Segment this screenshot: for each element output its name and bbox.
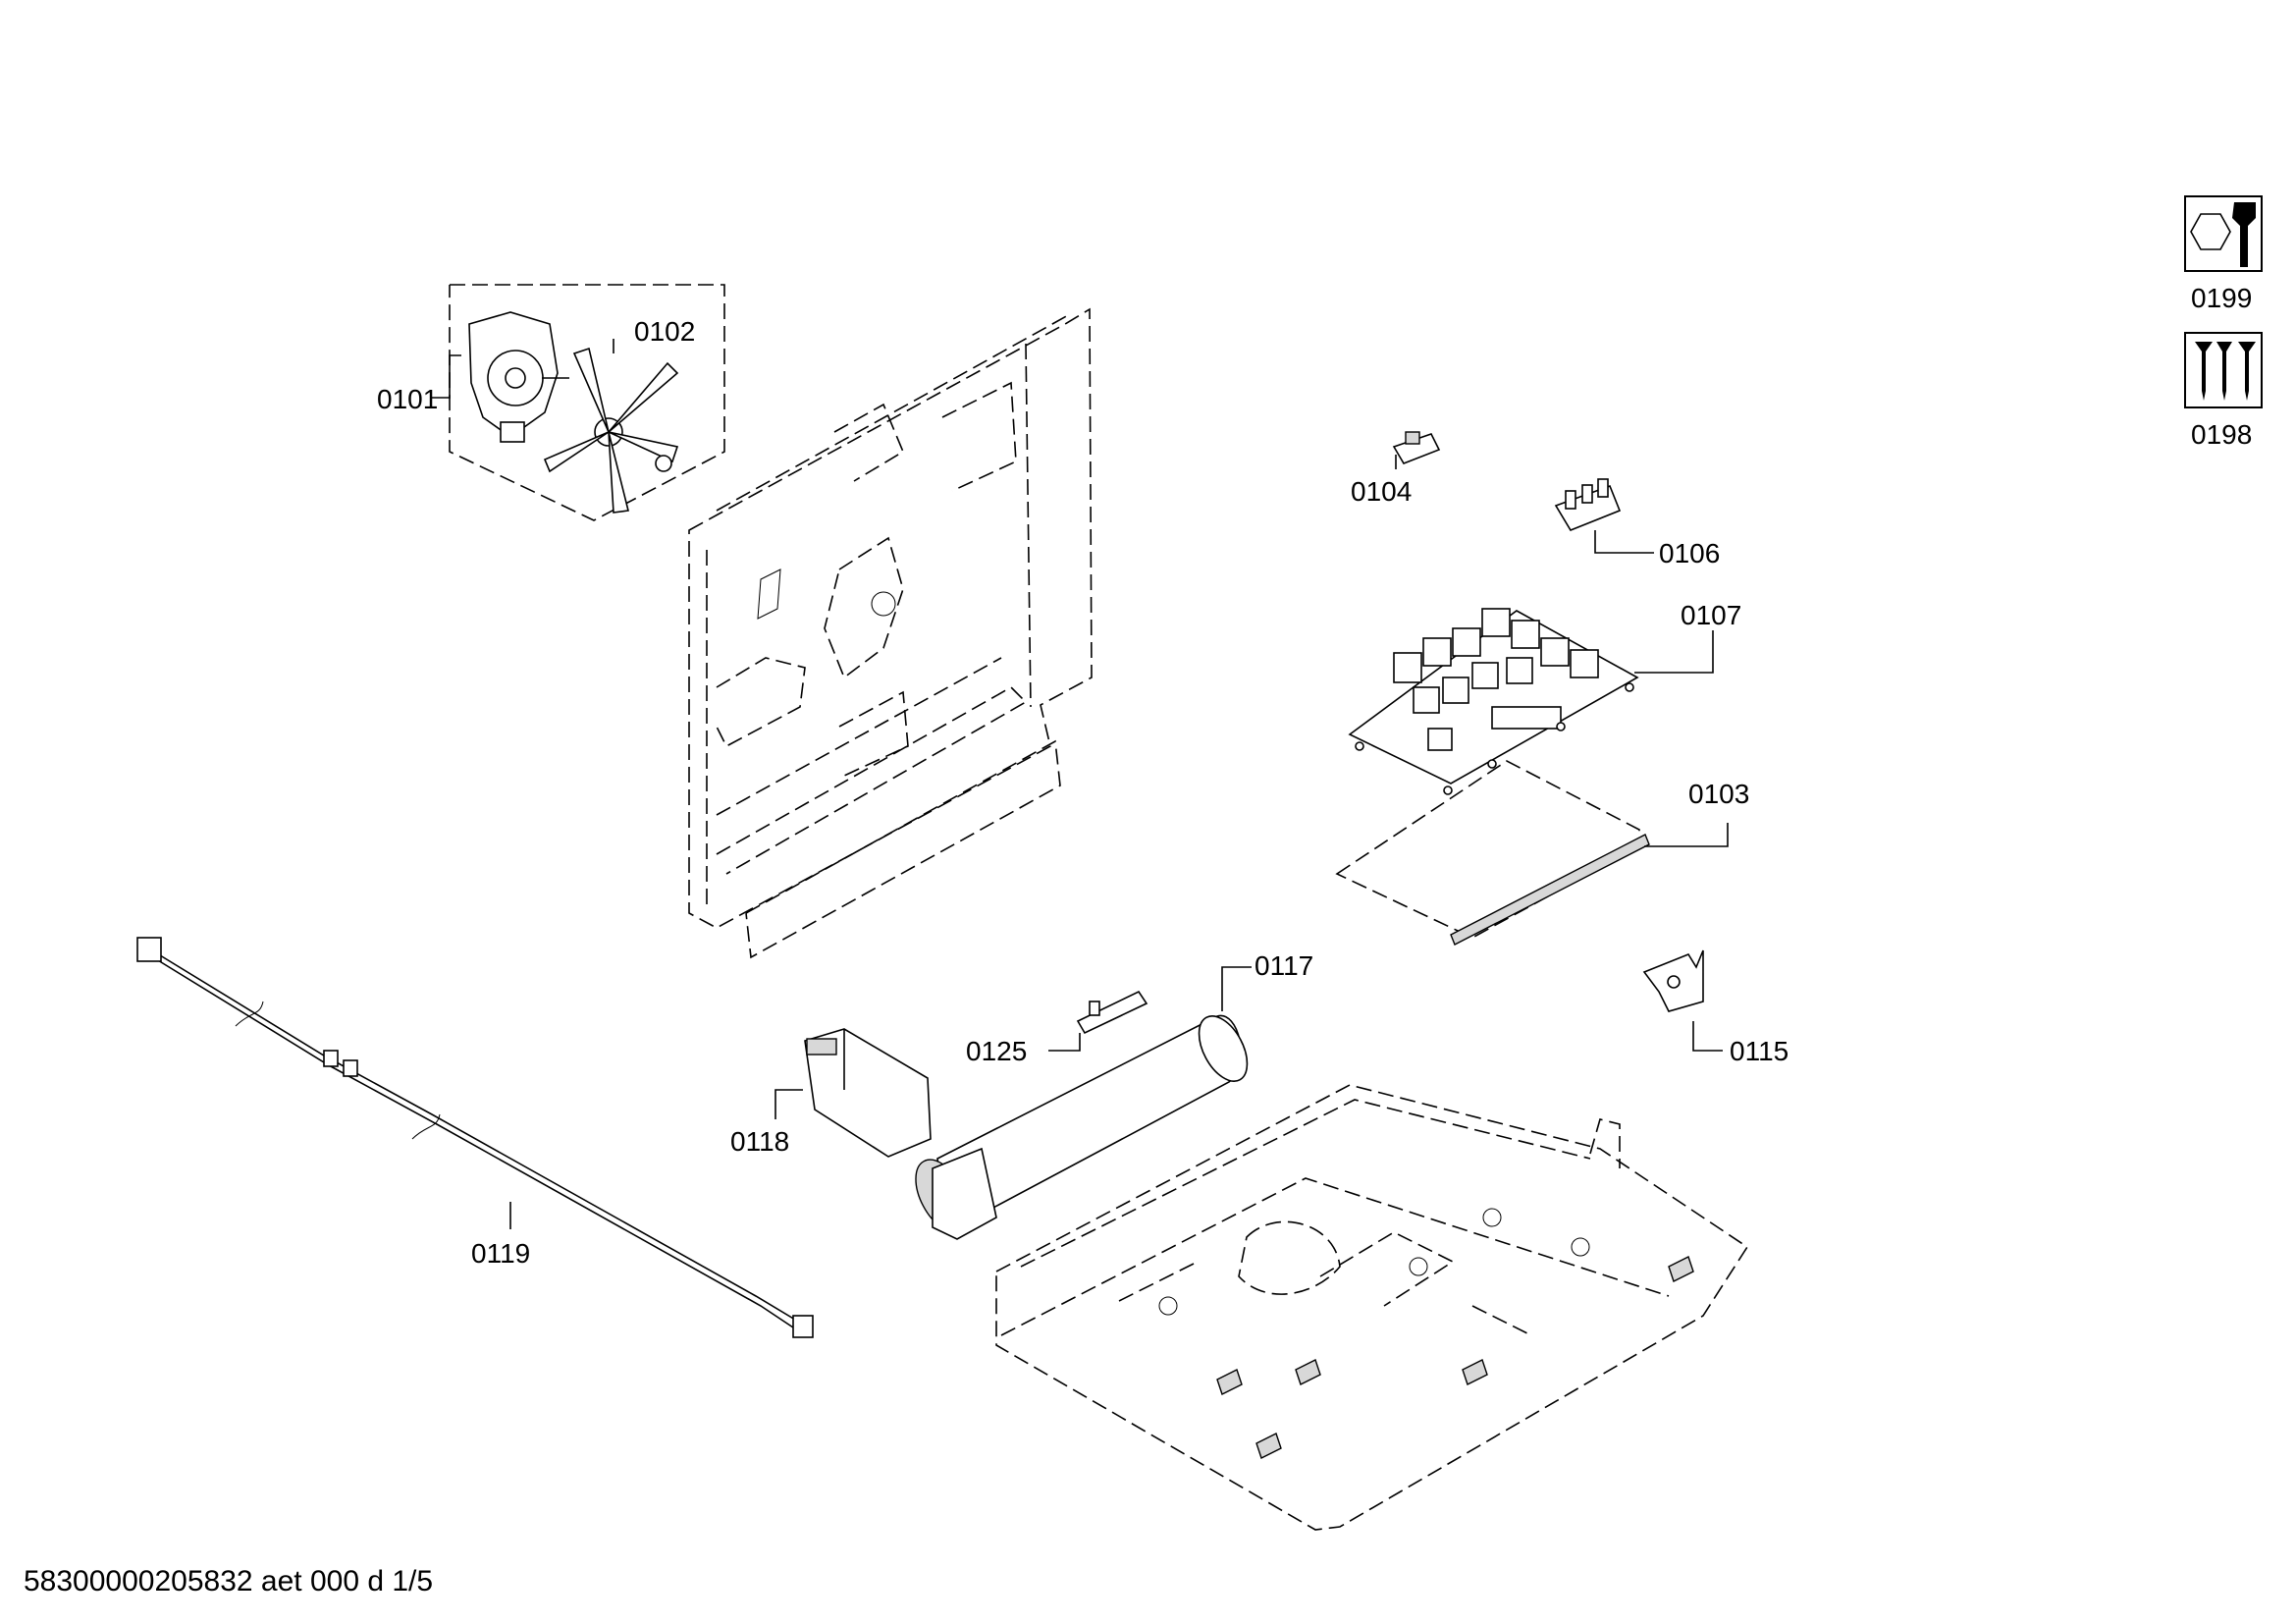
label-0106: 0106 bbox=[1659, 538, 1720, 568]
label-0118: 0118 bbox=[730, 1126, 789, 1157]
leader-0101 bbox=[432, 354, 461, 399]
label-0103: 0103 bbox=[1688, 779, 1749, 809]
label-0117: 0117 bbox=[1255, 950, 1313, 981]
label-0115: 0115 bbox=[1730, 1036, 1789, 1066]
label-0101: 0101 bbox=[377, 384, 438, 414]
part-0125[interactable] bbox=[1076, 990, 1148, 1035]
leader-0107 bbox=[1634, 630, 1714, 674]
circuit-board-0107[interactable] bbox=[1348, 608, 1639, 795]
label-0199: 0199 bbox=[2191, 283, 2252, 313]
leader-0103 bbox=[1644, 823, 1729, 847]
leader-0125 bbox=[1048, 1033, 1081, 1052]
label-0107: 0107 bbox=[1681, 600, 1741, 630]
fan-impeller-0102[interactable] bbox=[543, 347, 679, 514]
label-0125: 0125 bbox=[966, 1036, 1027, 1066]
fan-motor-0101[interactable] bbox=[468, 311, 569, 443]
fan-group-box bbox=[449, 284, 725, 521]
cylinder-0117[interactable] bbox=[905, 1008, 1257, 1241]
part-0106[interactable] bbox=[1554, 478, 1622, 531]
plate-0103[interactable] bbox=[1335, 760, 1650, 946]
module-0118[interactable] bbox=[804, 1028, 932, 1158]
cable-harness-0119[interactable] bbox=[136, 937, 814, 1338]
leader-0106 bbox=[1594, 530, 1654, 554]
leader-0118 bbox=[774, 1089, 803, 1119]
nut-and-wrench-icon bbox=[2184, 195, 2263, 272]
label-0119: 0119 bbox=[471, 1238, 530, 1269]
screws-icon bbox=[2184, 332, 2263, 408]
leader-0115 bbox=[1692, 1021, 1723, 1052]
part-0104[interactable] bbox=[1392, 431, 1441, 464]
bottom-frame bbox=[995, 1084, 1749, 1531]
label-0198: 0198 bbox=[2191, 419, 2252, 450]
leader-0117 bbox=[1221, 966, 1252, 1011]
label-0104: 0104 bbox=[1351, 476, 1412, 507]
bracket-0115[interactable] bbox=[1642, 949, 1704, 1012]
rear-wall-panel bbox=[688, 307, 1093, 959]
label-0102: 0102 bbox=[634, 316, 695, 347]
document-footer: 58300000205832 aet 000 d 1/5 bbox=[24, 1565, 434, 1597]
